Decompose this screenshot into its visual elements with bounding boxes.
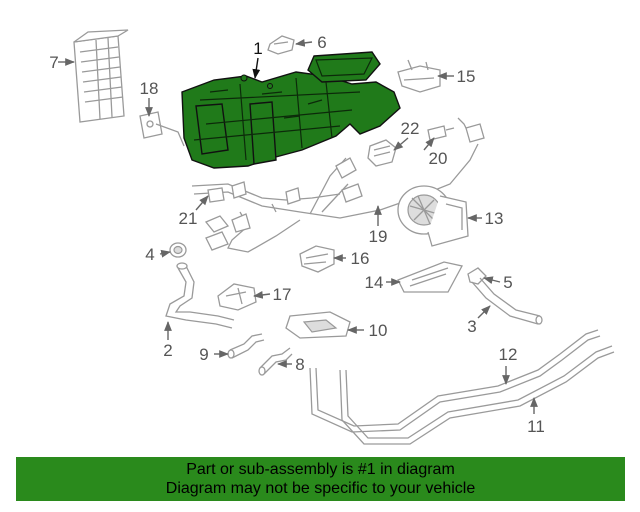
callout-19[interactable]: 19 — [369, 227, 388, 246]
part-1-housing[interactable] — [181, 51, 401, 169]
part-20-sensor[interactable] — [427, 117, 485, 143]
part-9-hose[interactable] — [227, 333, 265, 359]
leader-22 — [393, 137, 409, 151]
callout-12[interactable]: 12 — [499, 345, 518, 364]
part-10-cover[interactable] — [285, 311, 351, 339]
notice-banner: Part or sub-assembly is #1 in diagram Di… — [16, 457, 625, 501]
part-4-grommet[interactable] — [169, 242, 187, 258]
part-21-connector[interactable] — [204, 213, 251, 251]
callout-2[interactable]: 2 — [163, 341, 172, 360]
callout-18[interactable]: 18 — [140, 79, 159, 98]
callout-9[interactable]: 9 — [199, 345, 208, 364]
callout-16[interactable]: 16 — [351, 249, 370, 268]
callout-21[interactable]: 21 — [179, 209, 198, 228]
callout-13[interactable]: 13 — [485, 209, 504, 228]
callout-15[interactable]: 15 — [457, 67, 476, 86]
callout-3[interactable]: 3 — [467, 317, 476, 336]
part-8-hose[interactable] — [258, 347, 293, 376]
callout-10[interactable]: 10 — [369, 321, 388, 340]
part-15-actuator[interactable] — [397, 59, 441, 93]
callout-7[interactable]: 7 — [49, 53, 58, 72]
exploded-view: 1 6 7 18 15 22 20 13 19 21 4 16 14 5 17 … — [49, 29, 615, 445]
part-18-bracket[interactable] — [139, 111, 185, 147]
callout-6[interactable]: 6 — [317, 33, 326, 52]
part-17-bracket[interactable] — [217, 283, 257, 311]
leader-6 — [295, 39, 313, 47]
callout-11[interactable]: 11 — [527, 417, 545, 436]
part-3-hose[interactable] — [471, 277, 543, 325]
part-12-line[interactable] — [309, 329, 601, 433]
part-7-core[interactable] — [73, 29, 129, 123]
leader-1 — [252, 57, 261, 79]
part-2-hose[interactable] — [165, 262, 235, 329]
callout-22[interactable]: 22 — [401, 119, 420, 138]
leader-17 — [253, 291, 271, 299]
leader-20 — [423, 137, 435, 151]
callout-4[interactable]: 4 — [145, 245, 154, 264]
notice-line-2: Diagram may not be specific to your vehi… — [165, 480, 476, 497]
callout-5[interactable]: 5 — [503, 273, 512, 292]
part-16-module[interactable] — [299, 245, 335, 273]
part-13-blower-motor[interactable] — [397, 185, 469, 247]
callout-20[interactable]: 20 — [429, 149, 448, 168]
part-6-cap[interactable] — [267, 35, 295, 55]
callout-8[interactable]: 8 — [295, 355, 304, 374]
leader-4 — [159, 249, 171, 258]
leader-5 — [483, 276, 501, 284]
notice-line-1: Part or sub-assembly is #1 in diagram — [186, 461, 455, 478]
part-11-line[interactable] — [339, 345, 615, 445]
callout-1[interactable]: 1 — [253, 39, 262, 58]
part-22-connector[interactable] — [367, 139, 397, 167]
callout-14[interactable]: 14 — [365, 273, 384, 292]
leader-3 — [477, 305, 491, 319]
callout-17[interactable]: 17 — [273, 285, 292, 304]
part-19-harness[interactable] — [191, 143, 479, 253]
leader-21 — [195, 195, 209, 211]
part-14-plate[interactable] — [397, 261, 463, 293]
